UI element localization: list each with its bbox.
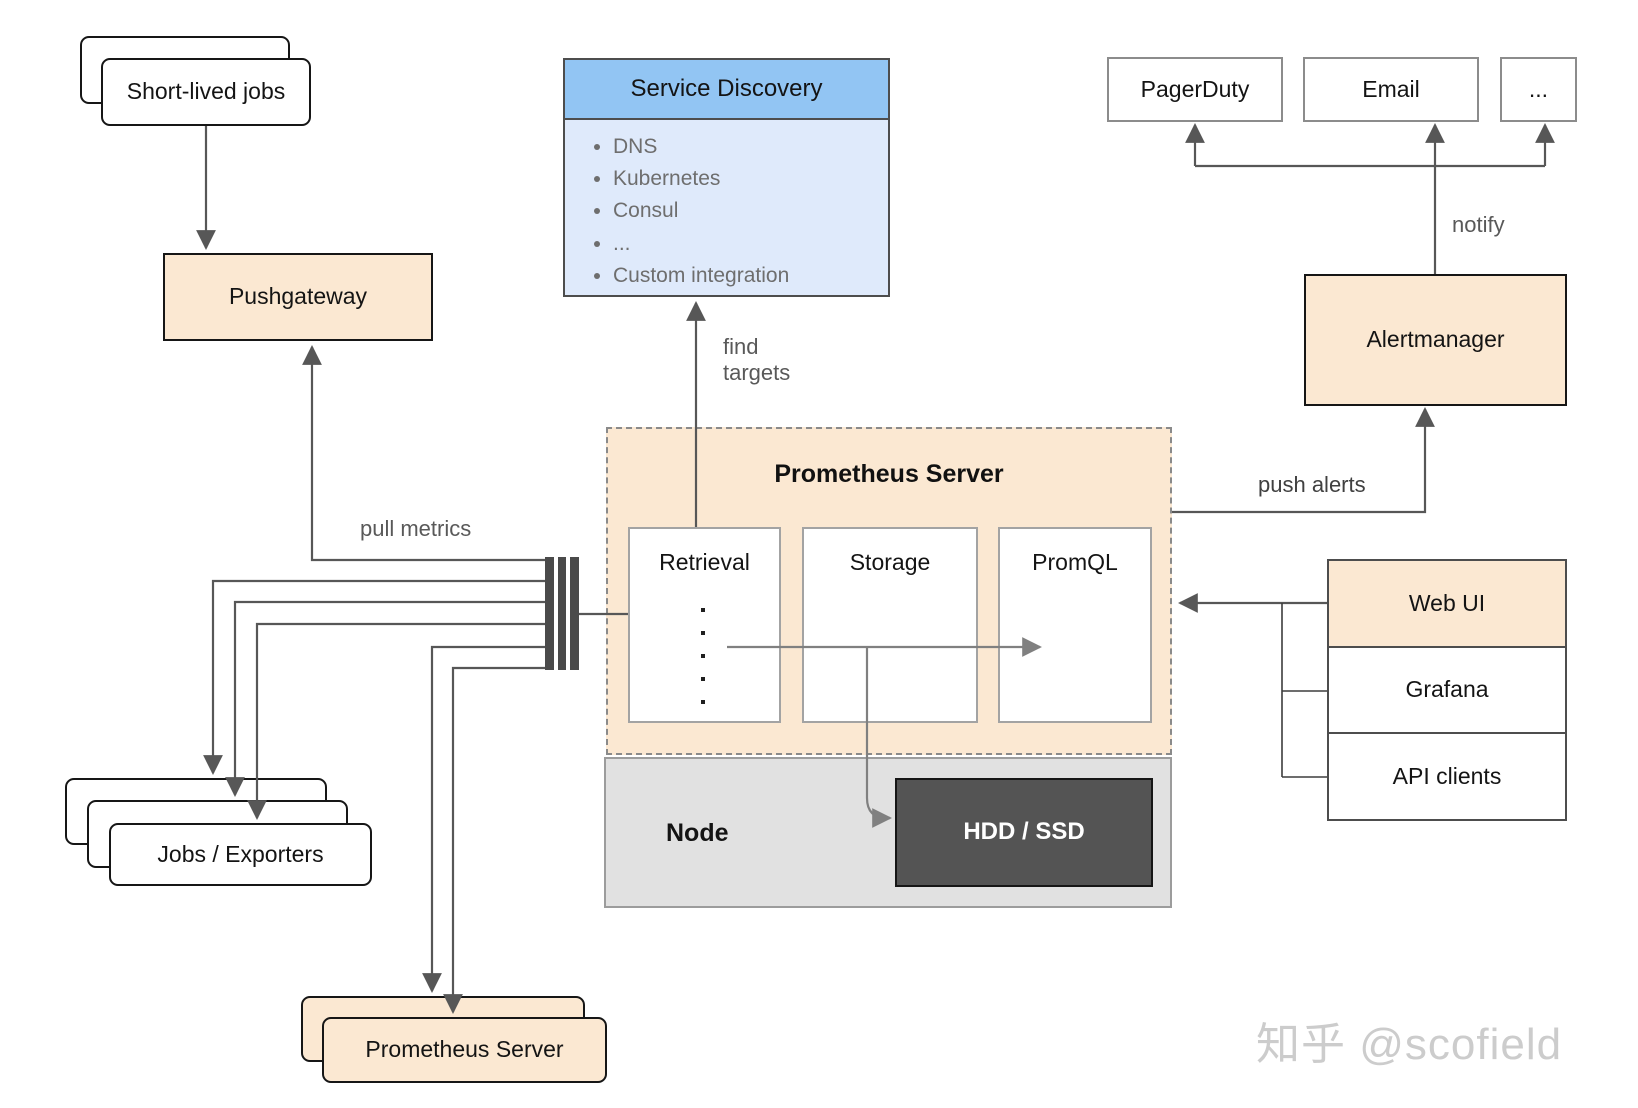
web-ui-box: Web UI <box>1329 561 1565 648</box>
promql-label: PromQL <box>1032 549 1118 575</box>
edge-clients-connector <box>1281 603 1327 778</box>
edge-pull-prom-ha2 <box>443 666 547 1014</box>
service-discovery-title: Service Discovery <box>630 74 823 102</box>
find-targets-line1: find <box>723 334 759 359</box>
grafana-box: Grafana <box>1329 648 1565 735</box>
alertmanager-box: Alertmanager <box>1304 274 1567 406</box>
hdd-ssd-box: HDD / SSD <box>895 778 1153 887</box>
prometheus-server-ha-label: Prometheus Server <box>365 1036 564 1063</box>
clients-stack: Web UI Grafana API clients <box>1327 559 1567 821</box>
other-receivers-label: ... <box>1528 75 1549 102</box>
service-discovery-box: Service Discovery DNS Kubernetes Consul … <box>563 58 890 297</box>
other-receivers-box: ... <box>1500 57 1577 122</box>
alertmanager-label: Alertmanager <box>1366 326 1505 353</box>
edge-pull-job1 <box>203 579 547 775</box>
pull-metrics-label: pull metrics <box>360 516 472 541</box>
email-box: Email <box>1303 57 1479 122</box>
api-clients-box: API clients <box>1329 734 1565 819</box>
pushgateway-box: Pushgateway <box>163 253 433 341</box>
api-clients-label: API clients <box>1392 762 1502 789</box>
push-alerts-label: push alerts <box>1258 472 1366 497</box>
service-discovery-header: Service Discovery <box>565 60 888 121</box>
service-discovery-list: DNS Kubernetes Consul ... Custom integra… <box>565 134 888 288</box>
short-lived-jobs-label: Short-lived jobs <box>126 78 286 105</box>
sd-item-dns: DNS <box>613 134 888 159</box>
short-lived-jobs-box: Short-lived jobs <box>101 58 311 126</box>
sd-item-custom-integration: Custom integration <box>613 263 888 288</box>
pagerduty-label: PagerDuty <box>1140 75 1250 102</box>
hdd-ssd-label: HDD / SSD <box>963 818 1085 846</box>
find-targets-line2: targets <box>723 360 791 385</box>
pushgateway-label: Pushgateway <box>228 283 368 310</box>
pagerduty-box: PagerDuty <box>1107 57 1283 122</box>
edge-pull-prom-ha1 <box>422 645 547 993</box>
retrieval-box: Retrieval <box>628 527 781 723</box>
watermark-text: 知乎 @scofield <box>1256 1020 1563 1069</box>
grafana-label: Grafana <box>1405 676 1489 703</box>
storage-label: Storage <box>849 549 931 575</box>
find-targets-label: find targets <box>723 334 790 386</box>
promql-box: PromQL <box>998 527 1152 723</box>
notify-label: notify <box>1452 212 1505 237</box>
wire-bundle <box>545 557 579 670</box>
sd-item-ellipsis: ... <box>613 231 888 256</box>
sd-item-kubernetes: Kubernetes <box>613 166 888 191</box>
prometheus-server-title: Prometheus Server <box>774 460 1004 488</box>
sd-item-consul: Consul <box>613 198 888 223</box>
storage-box: Storage <box>802 527 978 723</box>
jobs-exporters-box: Jobs / Exporters <box>109 823 372 886</box>
email-label: Email <box>1362 75 1420 102</box>
service-discovery-body: DNS Kubernetes Consul ... Custom integra… <box>565 120 888 295</box>
edge-pull-job2 <box>225 600 547 797</box>
jobs-exporters-label: Jobs / Exporters <box>157 840 324 867</box>
retrieval-label: Retrieval <box>659 549 750 575</box>
node-label: Node <box>666 818 729 847</box>
prometheus-server-ha-box: Prometheus Server <box>322 1017 607 1083</box>
web-ui-label: Web UI <box>1408 589 1486 616</box>
